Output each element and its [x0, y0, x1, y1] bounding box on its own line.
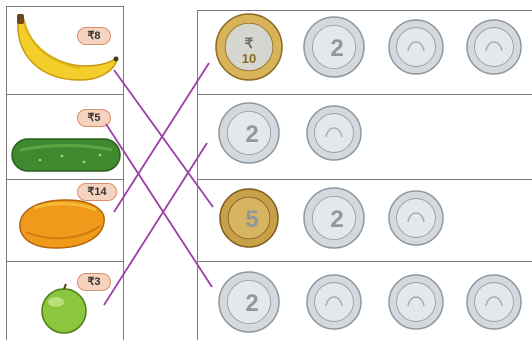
matching-line — [114, 70, 213, 207]
matching-line — [114, 63, 209, 212]
matching-line — [106, 124, 212, 287]
matching-line — [104, 143, 207, 305]
